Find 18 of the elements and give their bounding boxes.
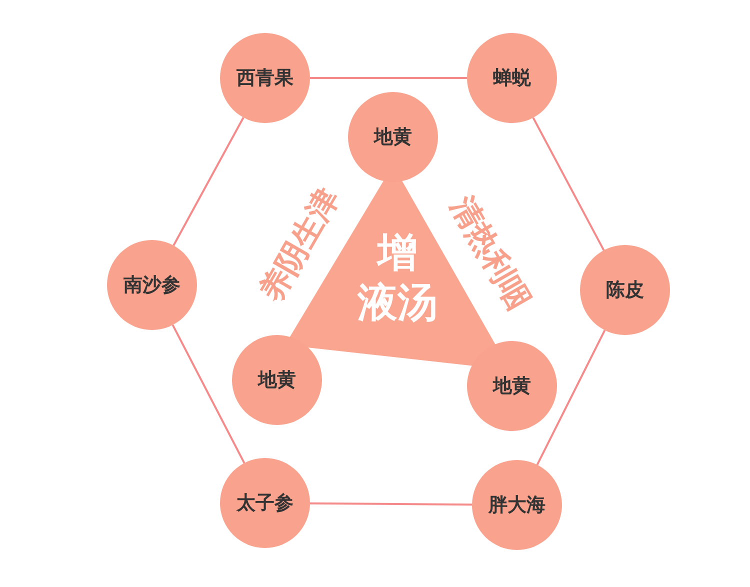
herb-name: 西青果 xyxy=(236,66,294,91)
herb-name: 胖大海 xyxy=(488,493,546,518)
herb-name: 地黄 xyxy=(258,368,296,393)
connector-line xyxy=(536,330,606,466)
formula-name: 增液汤 xyxy=(358,229,438,328)
herb-name: 地黄 xyxy=(493,374,531,399)
effect-label: 养阴生津 xyxy=(252,181,348,310)
herb-name: 太子参 xyxy=(236,491,294,516)
connector-line xyxy=(172,324,246,464)
connector-line xyxy=(532,117,605,251)
herb-name: 南沙参 xyxy=(124,273,180,298)
connector-line xyxy=(310,77,467,79)
herb-name: 陈皮 xyxy=(606,278,644,303)
herb-name: 蝉蜕 xyxy=(493,66,531,91)
herb-name: 地黄 xyxy=(374,125,412,150)
connector-line xyxy=(172,117,244,246)
effect-label: 清热利咽 xyxy=(442,189,538,318)
connector-line xyxy=(310,502,472,506)
